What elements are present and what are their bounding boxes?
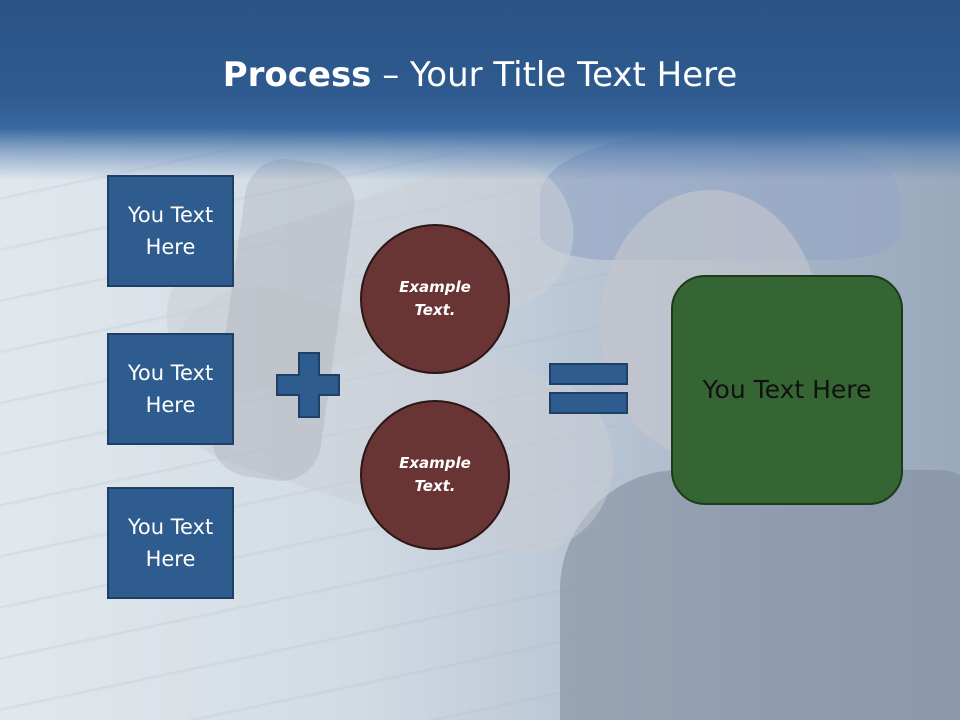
result-label: You Text Here (702, 375, 872, 404)
worker-shirt (560, 470, 960, 720)
process-box-2: You Text Here (107, 333, 234, 445)
example-circle-2: Example Text. (360, 400, 510, 550)
title-rest-text: – Your Title Text Here (371, 55, 738, 95)
slide-title: Process – Your Title Text Here (0, 52, 960, 98)
title-banner (0, 0, 960, 180)
title-bold-text: Process (222, 55, 372, 95)
process-box-1: You Text Here (107, 175, 234, 287)
equals-icon-bar-bottom (549, 392, 628, 414)
process-box-label: You Text Here (127, 361, 214, 417)
example-circle-1: Example Text. (360, 224, 510, 374)
equals-icon-bar-top (549, 363, 628, 385)
result-box: You Text Here (671, 275, 903, 505)
circle-label: Example Text. (399, 454, 471, 495)
process-box-3: You Text Here (107, 487, 234, 599)
circle-label: Example Text. (399, 278, 471, 319)
plus-icon-join (278, 376, 338, 394)
process-box-label: You Text Here (127, 515, 214, 571)
process-box-label: You Text Here (127, 203, 214, 259)
